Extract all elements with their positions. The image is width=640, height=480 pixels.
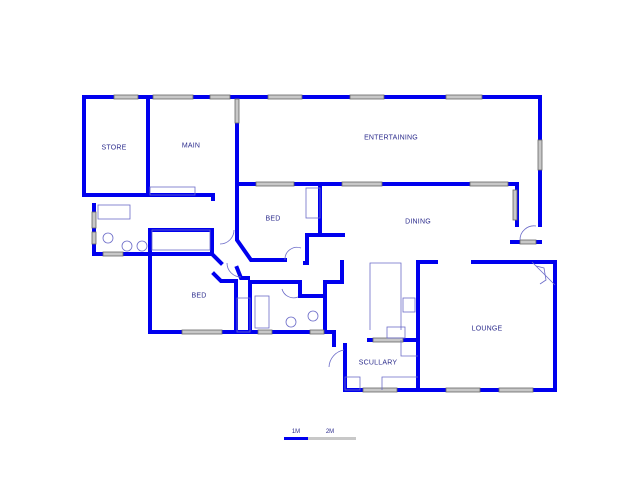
room-label-entertaining: ENTERTAINING	[364, 134, 418, 142]
room-label-bed-2: BED	[191, 292, 207, 300]
fixtures	[97, 186, 556, 391]
room-label-bed-1: BED	[265, 215, 281, 223]
room-label-scullary: SCULLARY	[358, 359, 398, 367]
room-label-store: STORE	[101, 144, 127, 152]
scale-label-1m: 1M	[291, 429, 301, 435]
scale-label-2m: 2M	[325, 429, 335, 435]
room-label-main: MAIN	[181, 142, 201, 150]
walls	[82, 95, 557, 392]
room-label-dining: DINING	[405, 218, 431, 226]
room-label-lounge: LOUNGE	[471, 325, 503, 333]
scale-bar	[284, 437, 356, 440]
windows	[91, 94, 543, 393]
